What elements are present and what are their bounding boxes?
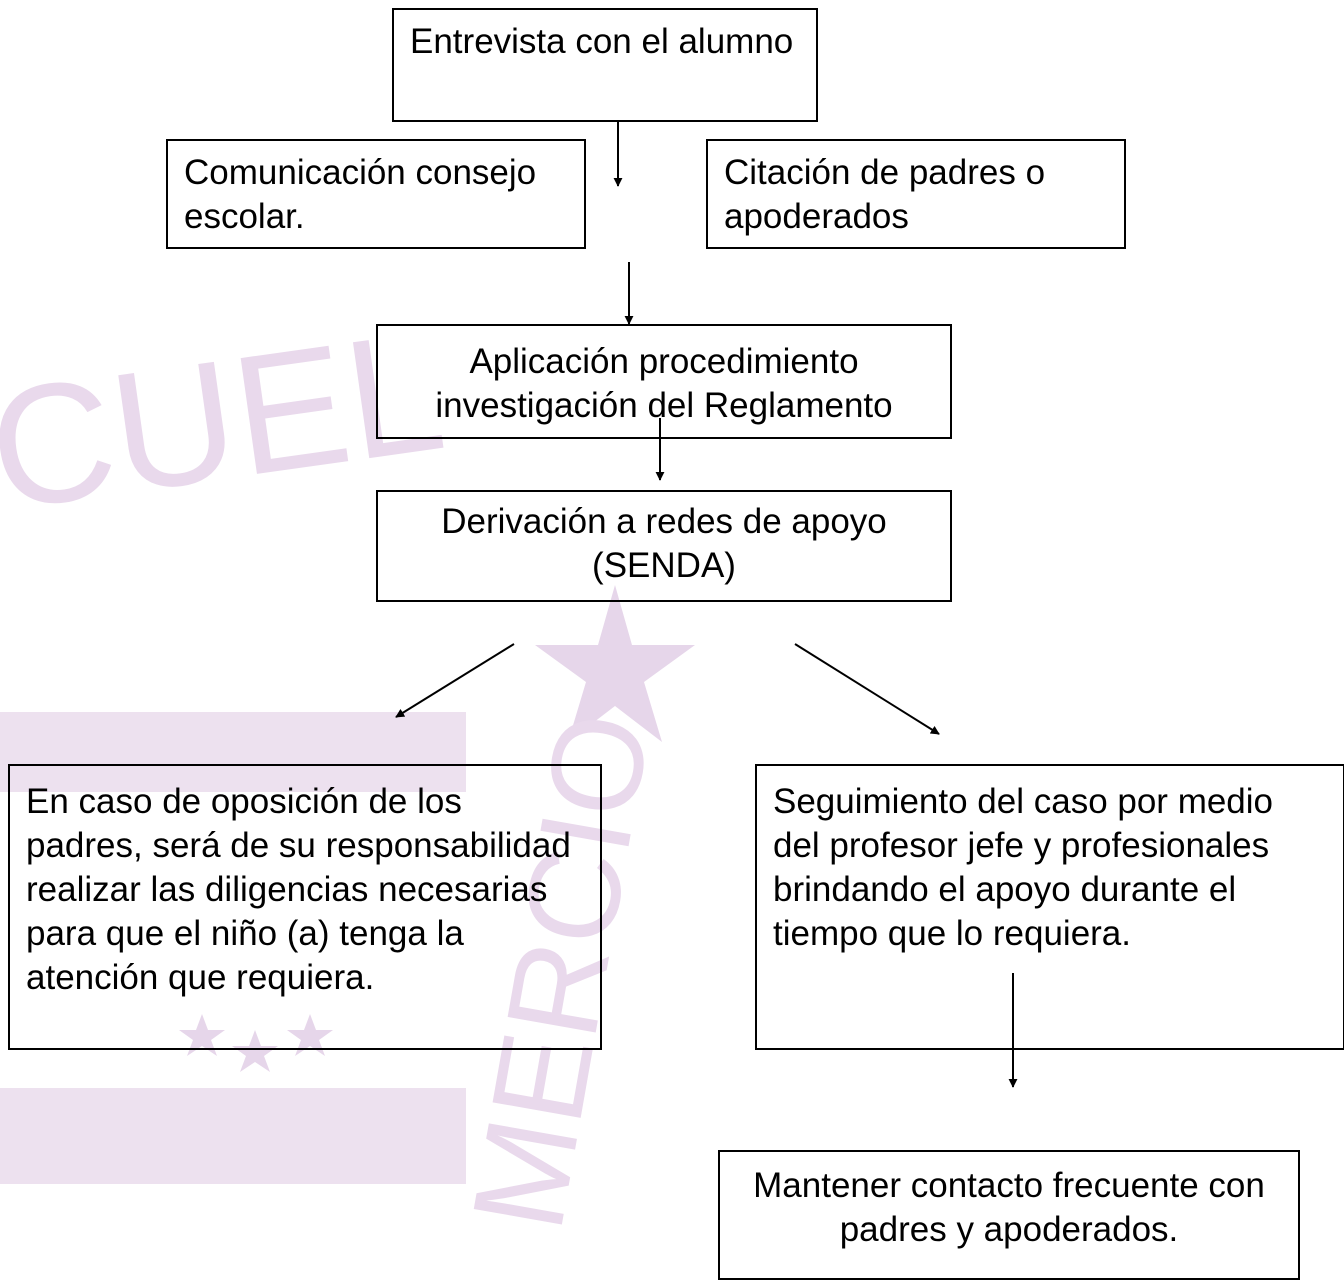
step-seguimiento-box: Seguimiento del caso por medio del profe… — [755, 764, 1344, 1050]
step-derivacion-label: Derivación a redes de apoyo (SENDA) — [441, 502, 887, 585]
watermark-star-large — [535, 585, 695, 742]
step-aplicacion-box: Aplicación procedimiento investigación d… — [376, 324, 952, 439]
step-entrevista-label: Entrevista con el alumno — [410, 22, 794, 61]
step-mantener-label: Mantener contacto frecuente con padres y… — [753, 1166, 1265, 1249]
watermark-band-upper — [0, 712, 466, 792]
watermark-band-lower — [0, 1088, 466, 1184]
watermark-star-small-1 — [179, 1014, 225, 1056]
step-comunicacion-label: Comunicación consejo escolar. — [184, 153, 537, 236]
step-oposicion-box: En caso de oposición de los padres, será… — [8, 764, 602, 1050]
step-citacion-label: Citación de padres o apoderados — [724, 153, 1046, 236]
step-seguimiento-label: Seguimiento del caso por medio del profe… — [773, 782, 1274, 953]
step-entrevista-box: Entrevista con el alumno — [392, 8, 818, 122]
step-mantener-box: Mantener contacto frecuente con padres y… — [718, 1150, 1300, 1280]
watermark-star-small-2 — [232, 1030, 278, 1072]
step-derivacion-box: Derivación a redes de apoyo (SENDA) — [376, 490, 952, 602]
watermark-star-small-3 — [287, 1014, 333, 1056]
step-aplicacion-label: Aplicación procedimiento investigación d… — [435, 342, 893, 425]
step-citacion-box: Citación de padres o apoderados — [706, 139, 1126, 249]
step-comunicacion-box: Comunicación consejo escolar. — [166, 139, 586, 249]
step-oposicion-label: En caso de oposición de los padres, será… — [26, 782, 571, 997]
